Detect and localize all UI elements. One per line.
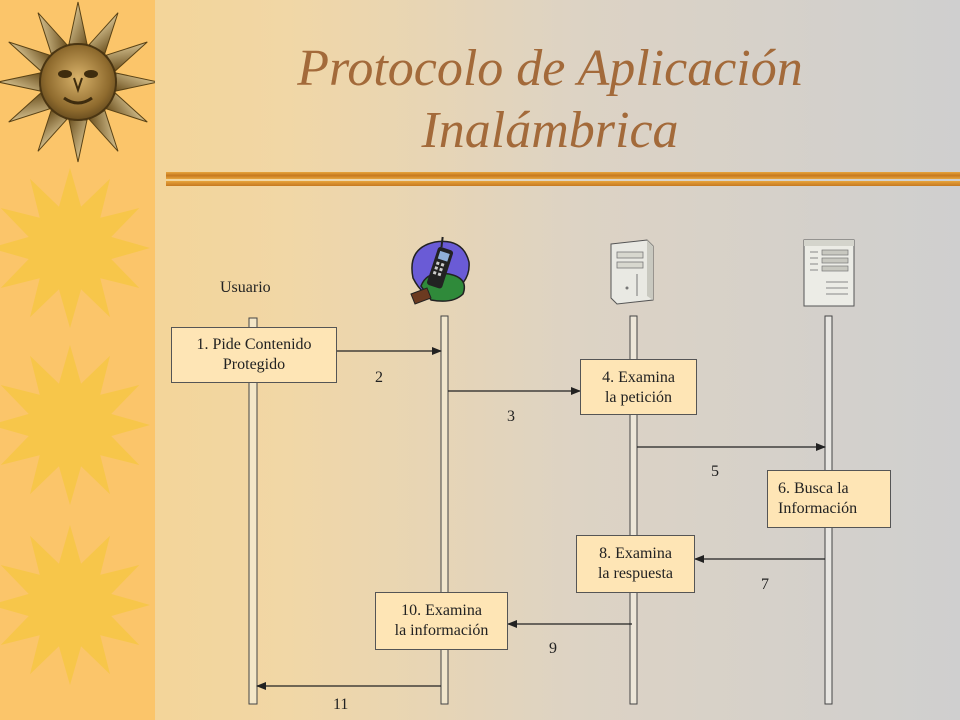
left-decoration-strip: [0, 0, 159, 720]
step-6-line-2: Información: [778, 500, 858, 517]
step-6-box: 6. Busca la Información: [767, 470, 891, 528]
step-1-line-1: 1. Pide Contenido: [196, 336, 312, 353]
title-divider: [166, 172, 960, 188]
step-7-label: 7: [761, 576, 769, 593]
server-icon: [610, 239, 654, 305]
sun-decorations: [0, 1, 159, 685]
step-6-line-1: 6. Busca la: [778, 480, 849, 497]
step-8-line-1: 8. Examina: [599, 545, 672, 562]
step-3-label: 3: [507, 408, 515, 425]
yellow-sun-icon: [0, 168, 150, 328]
title-line-2: Inalámbrica: [421, 102, 679, 159]
step-4-line-2: la petición: [604, 389, 673, 406]
step-8-line-2: la respuesta: [597, 565, 674, 582]
step-1-box: 1. Pide Contenido Protegido: [171, 327, 337, 383]
step-10-line-1: 10. Examina: [401, 602, 482, 619]
lifeline-gateway: [629, 315, 638, 705]
yellow-sun-icon: [0, 525, 150, 685]
step-8-box: 8. Examina la respuesta: [576, 535, 695, 593]
step-4-line-1: 4. Examina: [602, 369, 675, 386]
step-2-label: 2: [375, 369, 383, 386]
lifeline-usuario: [248, 317, 258, 705]
server-tower-icon: [803, 239, 855, 307]
step-4-box: 4. Examina la petición: [580, 359, 697, 415]
lifeline-phone: [440, 315, 449, 705]
step-1-line-2: Protegido: [222, 356, 286, 373]
step-10-box: 10. Examina la información: [375, 592, 508, 650]
participant-usuario-label: Usuario: [220, 279, 271, 296]
yellow-sun-icon: [0, 345, 150, 505]
cell-phone-icon: [410, 236, 470, 305]
step-11-label: 11: [333, 696, 349, 713]
title-line-1: Protocolo de Aplicación: [297, 40, 803, 97]
sun-face-icon: [0, 1, 159, 163]
page-title: Protocolo de Aplicación Inalámbrica: [170, 38, 930, 162]
step-5-label: 5: [711, 463, 719, 480]
step-10-line-2: la información: [394, 622, 489, 639]
step-9-label: 9: [549, 640, 557, 657]
